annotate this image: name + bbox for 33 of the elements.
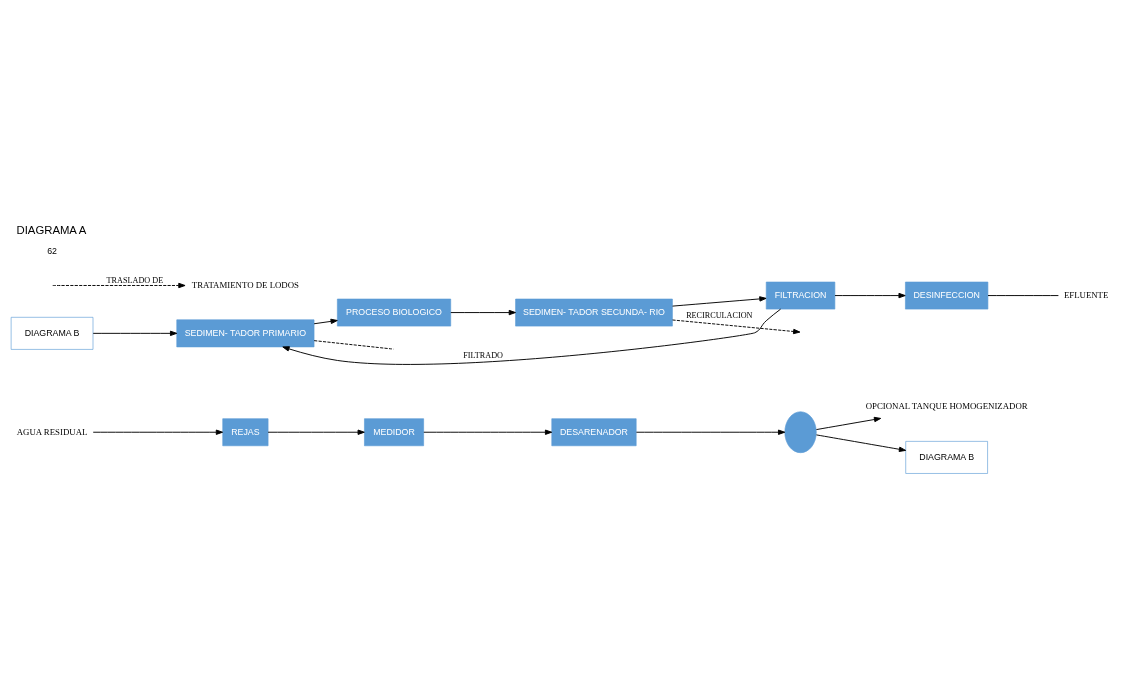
node-box: MEDIDOR xyxy=(364,417,424,446)
node-box: REJAS xyxy=(222,417,269,446)
node-box: DIAGRAMA B xyxy=(10,316,94,350)
arrow xyxy=(423,429,553,435)
connector xyxy=(313,339,394,350)
connector xyxy=(987,294,1059,296)
node-box: DESARENADOR xyxy=(551,417,637,446)
diagram-title: DIAGRAMA A xyxy=(16,223,87,236)
node-text: OPCIONAL TANQUE HOMOGENIZADOR xyxy=(865,400,1028,411)
node-circle xyxy=(784,410,817,453)
arrow xyxy=(52,282,186,288)
node-box: PROCESO BIOLOGICO xyxy=(337,298,452,326)
node-text: AGUA RESIDUAL xyxy=(16,426,88,437)
arrow xyxy=(282,308,782,365)
node-box: DESINFECCION xyxy=(905,281,989,309)
arrow xyxy=(672,319,801,334)
node-text: TRATAMIENTO DE LODOS xyxy=(191,279,299,290)
arrow xyxy=(450,309,516,315)
arrow xyxy=(672,295,767,307)
arrow xyxy=(815,433,907,452)
arrow xyxy=(834,292,906,298)
arrow xyxy=(267,429,365,435)
arrow xyxy=(815,416,882,430)
arrow xyxy=(92,429,224,435)
node-box: SEDIMEN- TADOR SECUNDA- RIO xyxy=(515,298,673,326)
arrow xyxy=(313,318,338,324)
node-box: DIAGRAMA B xyxy=(905,440,988,474)
arrow xyxy=(635,429,786,435)
label: 62 xyxy=(47,245,57,256)
node-text: EFLUENTE xyxy=(1063,289,1109,300)
node-box: SEDIMEN- TADOR PRIMARIO xyxy=(176,319,315,347)
node-box: FILTRACION xyxy=(765,281,836,309)
arrow xyxy=(92,330,178,336)
